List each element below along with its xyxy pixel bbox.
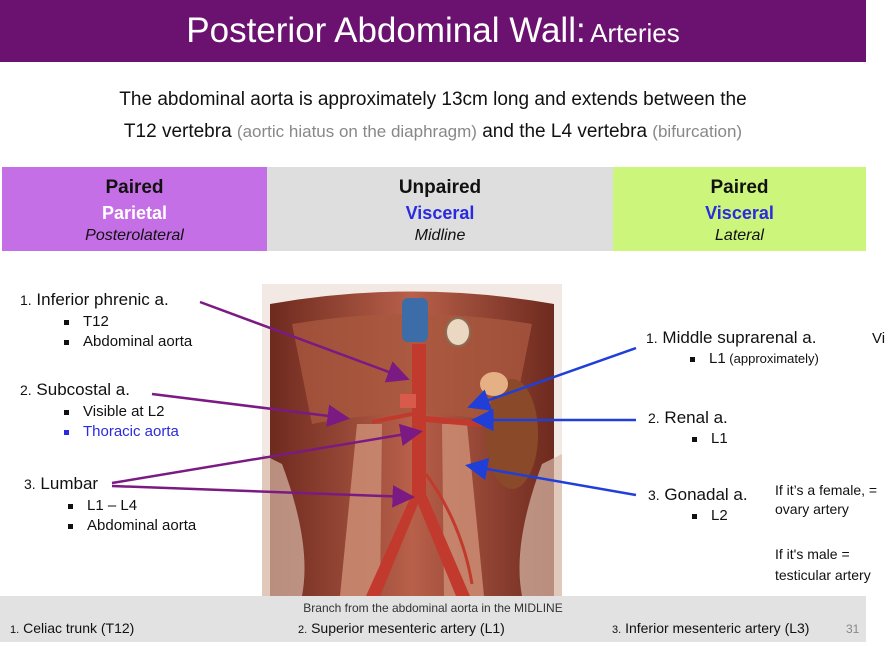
note-female-line-1: If it’s a female, = [775, 482, 878, 498]
item-label: Gonadal a. [664, 485, 748, 504]
footer-caption: Branch from the abdominal aorta in the M… [303, 601, 563, 615]
arrow-inferior-phrenic [199, 300, 410, 383]
column-paired-visceral: Paired Visceral Lateral [613, 167, 866, 251]
left-item-inferior-phrenic: 1. Inferior phrenic a. T12 Abdominal aor… [20, 290, 192, 350]
detail-item: Visible at L2 [64, 403, 179, 420]
detail-item: Abdominal aorta [64, 333, 192, 350]
note-male-line-1: If it's male = [775, 546, 850, 562]
item-number: 1. [646, 330, 658, 346]
column-paired-parietal: Paired Parietal Posterolateral [2, 167, 267, 251]
item-number: 3. [648, 487, 660, 503]
detail-item: Thoracic aorta [64, 423, 179, 440]
intro-l4: and the L4 vertebra [476, 121, 653, 142]
arrow-subcostal [151, 392, 350, 428]
intro-t12: T12 vertebra [123, 121, 237, 142]
intro-bifurcation: (bifurcation) [652, 122, 743, 141]
item-number: 3. [24, 476, 36, 492]
right-item-renal: 2. Renal a. L1 [648, 408, 728, 447]
column-heading: Paired [105, 177, 164, 198]
item-number: 2. [648, 410, 660, 426]
right-item-gonadal: 3. Gonadal a. L2 [648, 485, 748, 524]
bullet-icon [64, 319, 69, 325]
left-item-subcostal: 2. Subcostal a. Visible at L2 Thoracic a… [20, 380, 179, 440]
cut-off-text: Vi [872, 330, 886, 347]
bullet-icon [68, 523, 73, 529]
bullet-icon [64, 339, 69, 345]
column-type: Parietal [101, 203, 168, 223]
footer-item-celiac: 1. Celiac trunk (T12) [10, 620, 135, 636]
arrow-lumbar-1 [111, 423, 423, 485]
note-female: If it’s a female, = ovary artery [775, 482, 890, 517]
column-type: Visceral [705, 203, 774, 223]
item-number: 2. [20, 382, 32, 398]
bullet-icon [692, 436, 697, 442]
slide-title: Posterior Abdominal Wall: [186, 11, 586, 50]
item-label: Middle suprarenal a. [662, 328, 817, 347]
arrow-lumbar-2 [111, 484, 415, 508]
arrow-gonadal [465, 457, 637, 497]
bullet-icon [690, 356, 695, 362]
intro-text: The abdominal aorta is approximately 13c… [0, 84, 866, 148]
column-heading: Paired [710, 177, 769, 198]
page-number: 31 [846, 622, 860, 636]
intro-hiatus: (aortic hiatus on the diaphragm) [236, 122, 477, 141]
left-item-lumbar: 3. Lumbar L1 – L4 Abdominal aorta [24, 474, 196, 534]
detail-note: (approximately) [725, 351, 819, 366]
item-label: Inferior phrenic a. [36, 290, 169, 309]
footer-item-inferior-mesenteric: 3. Inferior mesenteric artery (L3) [612, 620, 810, 636]
column-type: Visceral [405, 203, 475, 223]
intro-line-1: The abdominal aorta is approximately 13c… [119, 89, 747, 110]
arrow-middle-suprarenal [467, 346, 637, 411]
title-bar: Posterior Abdominal Wall: Arteries [0, 0, 866, 62]
column-position: Midline [414, 227, 466, 244]
bullet-icon [692, 513, 697, 519]
footer-bar: Branch from the abdominal aorta in the M… [0, 596, 866, 642]
detail-item: L1 – L4 [68, 497, 196, 514]
note-male-line-2: testicular artery [775, 567, 871, 583]
column-position: Posterolateral [85, 227, 184, 244]
note-male: If it's male = testicular artery [775, 546, 890, 583]
note-female-line-2: ovary artery [775, 501, 849, 517]
column-heading: Unpaired [398, 177, 482, 198]
detail-item: Abdominal aorta [68, 517, 196, 534]
bullet-icon [64, 409, 69, 415]
slide-title-sub: Arteries [590, 18, 680, 48]
detail-item: L1 [692, 430, 728, 447]
item-label: Subcostal a. [36, 380, 130, 399]
footer-item-superior-mesenteric: 2. Superior mesenteric artery (L1) [298, 620, 505, 636]
column-unpaired-visceral: Unpaired Visceral Midline [267, 167, 613, 251]
detail-item: L2 [692, 507, 748, 524]
bullet-icon [64, 429, 69, 435]
right-item-middle-suprarenal: 1. Middle suprarenal a. L1 (approximatel… [646, 328, 819, 367]
detail-item: T12 [64, 313, 192, 330]
detail-item: L1 (approximately) [690, 350, 819, 367]
item-number: 1. [20, 292, 32, 308]
bullet-icon [68, 503, 73, 509]
item-label: Renal a. [664, 408, 728, 427]
item-label: Lumbar [40, 474, 99, 493]
column-position: Lateral [715, 227, 764, 244]
intro-line-2: T12 vertebra (aortic hiatus on the diaph… [0, 116, 866, 148]
